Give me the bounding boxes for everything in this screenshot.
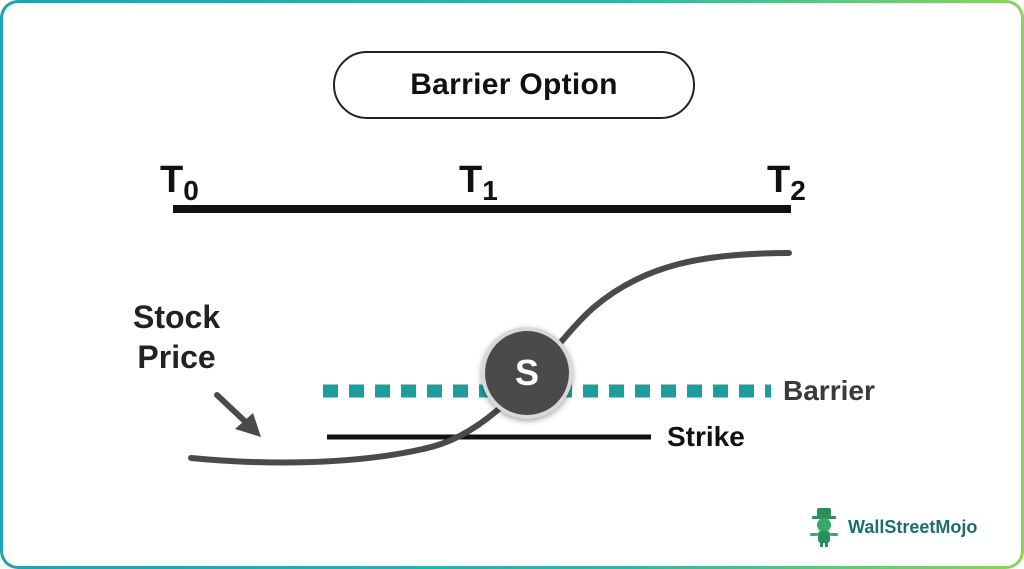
timeline-label-main: T <box>160 159 184 201</box>
timeline-label-main: T <box>767 159 791 201</box>
stock-price-label-line2: Price <box>137 339 216 375</box>
timeline-label-t0: T0 <box>160 161 199 205</box>
pointer-arrow-head <box>235 413 261 437</box>
brand-name: WallStreetMojo <box>848 516 978 537</box>
stock-marker-letter: S <box>514 352 539 393</box>
barrier-label: Barrier <box>783 375 875 406</box>
stock-marker: S <box>481 327 573 419</box>
stock-price-label-line1: Stock <box>133 299 221 335</box>
card-body: Barrier Option T0 T1 T2 Stock Price <box>3 3 1021 566</box>
timeline-label-t1: T1 <box>459 161 498 205</box>
timeline-label-main: T <box>459 159 483 201</box>
timeline-label-sub: 1 <box>482 175 498 206</box>
timeline-label-sub: 2 <box>790 175 806 206</box>
timeline-label-t2: T2 <box>767 161 806 205</box>
page-title: Barrier Option <box>410 68 618 101</box>
title-pill: Barrier Option <box>333 51 695 119</box>
brand-logo: WallStreetMojo <box>806 507 977 547</box>
diagram-canvas <box>173 205 792 466</box>
timeline-label-sub: 0 <box>183 175 199 206</box>
stock-price-label: Stock Price <box>133 297 220 377</box>
mascot-icon <box>810 508 838 547</box>
strike-label: Strike <box>667 421 745 452</box>
